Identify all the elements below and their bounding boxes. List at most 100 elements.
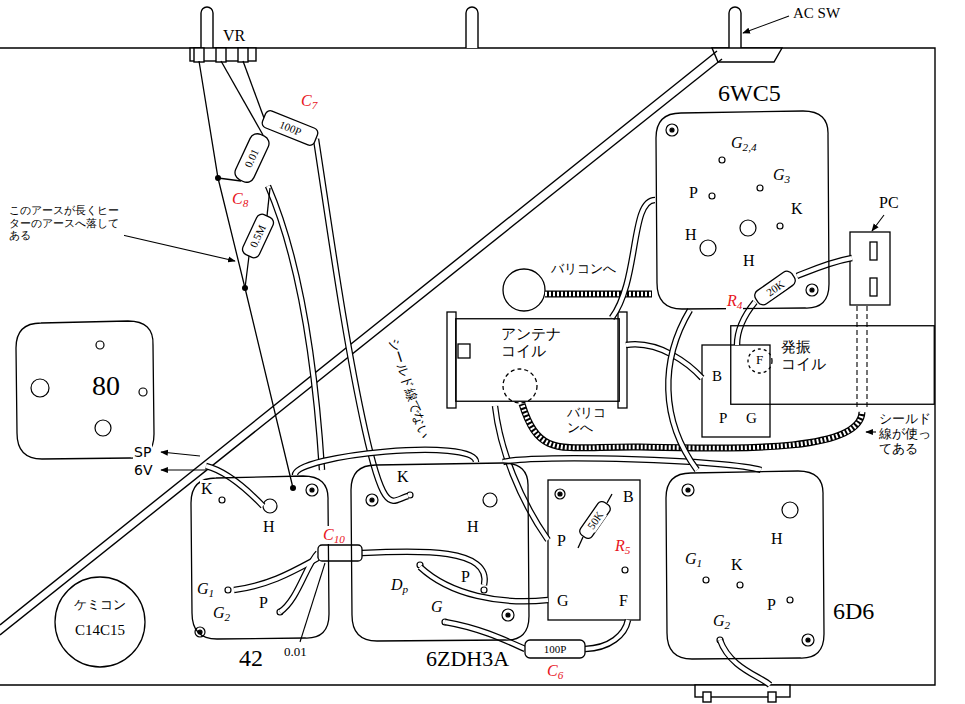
wire-core xyxy=(503,458,761,470)
control-label: AC SW xyxy=(792,5,841,22)
note-text: シールド 線が使っ てある xyxy=(878,412,934,457)
socket-holes xyxy=(670,128,674,132)
pin-label: H xyxy=(770,530,784,548)
tube-socket-outline xyxy=(15,320,155,460)
electrolytic-capacitor: ケミコンC14C15 xyxy=(54,576,146,668)
socket-holes xyxy=(777,223,783,229)
chassis-frame xyxy=(768,692,776,702)
socket-holes xyxy=(506,613,510,617)
part-label: PC xyxy=(878,194,900,212)
pin-label: H xyxy=(742,252,756,270)
node-title: 80 xyxy=(91,370,121,402)
lead-wire xyxy=(245,256,249,288)
component-body xyxy=(261,109,320,147)
component-value: 50K xyxy=(584,508,606,532)
socket-holes xyxy=(709,193,715,199)
note-text: シールド線でない xyxy=(385,335,432,440)
pin-label: Dp xyxy=(390,576,409,594)
parts-outline xyxy=(548,480,640,620)
socket-holes xyxy=(737,582,743,588)
pin-label: G2 xyxy=(212,604,231,622)
socket-holes xyxy=(686,488,690,492)
parts-outline xyxy=(857,306,867,410)
pin-label: K xyxy=(396,468,410,486)
socket-holes xyxy=(787,597,793,603)
note-text: このアースが長くヒー ターのアースへ落して ある xyxy=(8,205,124,243)
power-cord xyxy=(0,51,722,635)
socket-holes xyxy=(225,587,231,593)
component-value: 0.01 xyxy=(283,645,308,660)
power-cord xyxy=(0,51,717,625)
socket-holes xyxy=(31,379,49,397)
callout-number: R4 xyxy=(726,292,743,310)
node-title: ケミコン xyxy=(73,598,127,613)
node-title: 6WC5 xyxy=(717,80,782,108)
subscript: 4 xyxy=(737,299,743,311)
pin-label: P xyxy=(460,568,471,586)
parts-outline xyxy=(870,278,877,296)
wire-outline xyxy=(503,458,761,470)
pin-label: G2,4 xyxy=(730,134,758,152)
lead-wire xyxy=(199,61,612,548)
parts-outline xyxy=(503,369,537,403)
leader-line xyxy=(300,563,325,642)
subscript: p xyxy=(403,583,409,595)
socket-holes xyxy=(310,488,314,492)
socket-holes xyxy=(481,587,487,593)
outline-shape xyxy=(731,326,935,405)
pin-label: P xyxy=(556,532,567,550)
chassis-frame xyxy=(729,7,741,48)
wire-outline xyxy=(612,200,655,318)
socket-holes xyxy=(139,388,147,396)
tube-socket: 42 xyxy=(190,475,330,640)
outline-shape xyxy=(191,476,329,639)
subscript: 2,4 xyxy=(743,141,757,153)
parts-outline xyxy=(458,344,470,358)
wire-core xyxy=(295,450,476,475)
shielded-cable xyxy=(522,294,862,448)
node-title: アンテナ コイル xyxy=(500,326,572,361)
antenna-coil: アンテナ コイル xyxy=(455,318,620,402)
pin-label: P xyxy=(766,596,777,614)
subscript: 2 xyxy=(225,611,231,623)
socket-holes xyxy=(558,492,562,496)
component-body xyxy=(232,109,797,658)
leader-line xyxy=(161,469,206,470)
pin-label: H xyxy=(684,226,698,244)
socket-holes xyxy=(806,638,810,642)
pin-label: G3 xyxy=(772,166,791,184)
subscript: 3 xyxy=(785,173,791,185)
pin-label: H xyxy=(466,518,480,536)
pin-label: G1 xyxy=(196,580,215,598)
wire-core xyxy=(668,310,697,470)
solder-dot xyxy=(290,485,296,491)
outline-shape xyxy=(666,471,824,659)
shielded-cable xyxy=(522,294,862,448)
chassis-frame xyxy=(194,48,204,62)
chassis-frame xyxy=(712,48,782,62)
note-text: バリコンへ xyxy=(550,262,617,277)
parts-outline xyxy=(702,345,770,437)
heater-wire xyxy=(668,310,697,470)
leader-line xyxy=(743,16,789,33)
callout-number: C10 xyxy=(322,526,346,544)
power-cord xyxy=(0,59,722,635)
pin-label: G xyxy=(556,592,570,610)
pin-label: P xyxy=(258,594,269,612)
component-body xyxy=(318,545,362,561)
parts-outline xyxy=(748,349,772,373)
node-title: 発振 コイル xyxy=(780,339,830,374)
signal-label: SP xyxy=(133,444,152,460)
component-value: 0.01 xyxy=(242,146,262,171)
subscript: 8 xyxy=(243,197,249,209)
pin-label: K xyxy=(200,480,214,498)
subscript: 1 xyxy=(209,587,215,599)
pin-label: G2 xyxy=(712,612,731,630)
pin-label: P xyxy=(688,184,699,202)
socket-holes xyxy=(700,240,716,256)
socket-holes xyxy=(483,493,497,507)
socket-holes xyxy=(666,124,678,136)
